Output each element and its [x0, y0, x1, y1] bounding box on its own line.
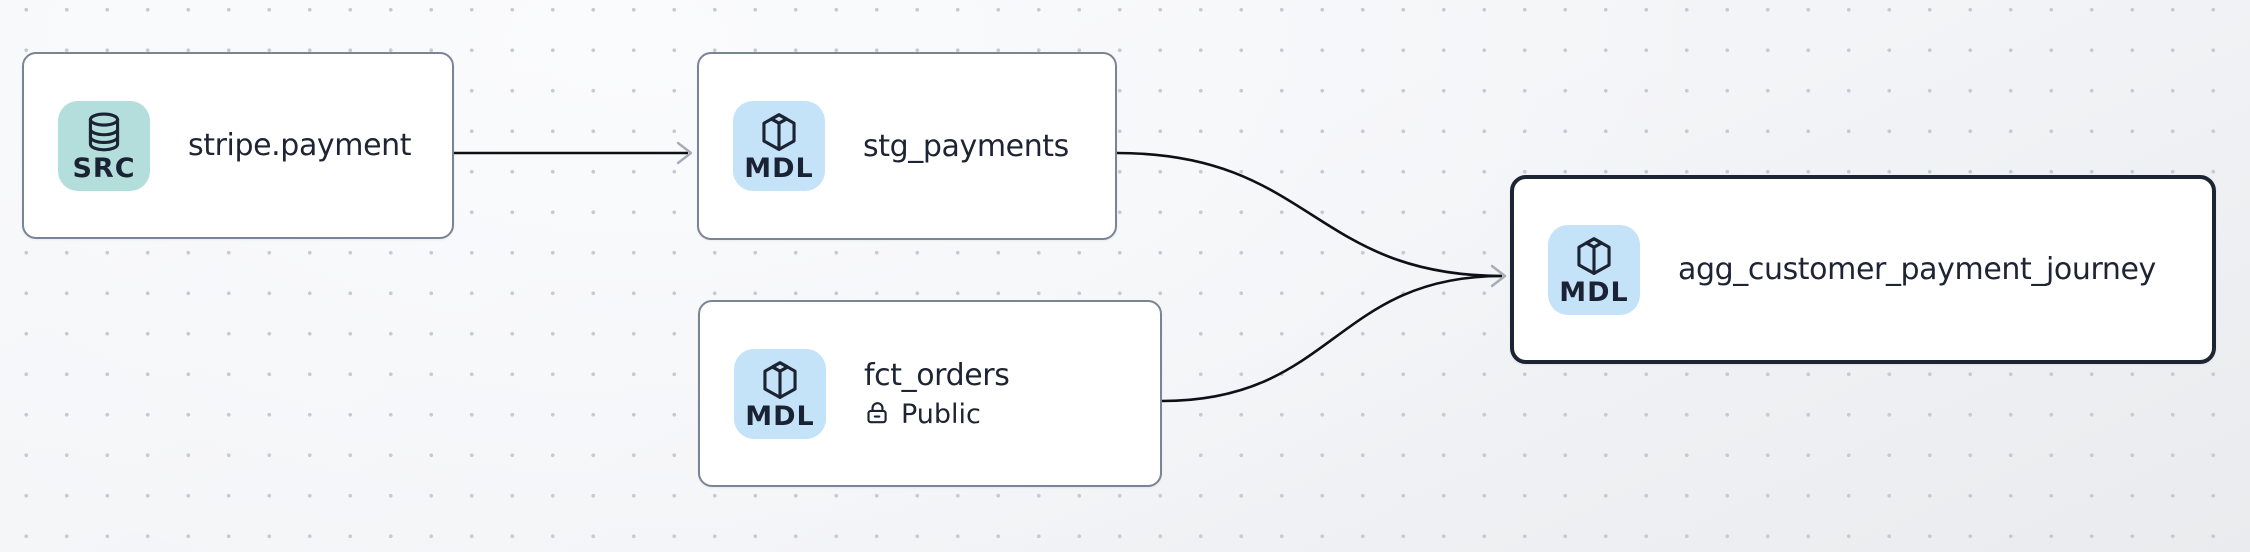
node-title: stg_payments: [863, 128, 1069, 164]
cube-icon: [757, 110, 801, 154]
node-agg-customer-payment-journey[interactable]: MDL agg_customer_payment_journey: [1510, 175, 2216, 364]
cube-icon: [1572, 234, 1616, 278]
node-stripe-payment[interactable]: SRC stripe.payment: [22, 52, 454, 239]
node-stg-payments[interactable]: MDL stg_payments: [697, 52, 1117, 240]
node-type-badge: MDL: [734, 348, 826, 439]
node-type-label: MDL: [1559, 276, 1629, 308]
node-type-badge: SRC: [58, 100, 150, 191]
node-title: fct_orders: [864, 357, 1010, 393]
node-type-label: MDL: [744, 153, 814, 184]
visibility-label: Public: [901, 398, 981, 430]
node-fct-orders[interactable]: MDL fct_orders Public: [698, 300, 1162, 487]
lock-open-icon: [864, 399, 891, 430]
node-type-label: MDL: [745, 400, 815, 432]
node-title: agg_customer_payment_journey: [1678, 252, 2156, 287]
node-type-badge: MDL: [1548, 224, 1640, 315]
node-type-label: SRC: [72, 152, 136, 184]
node-type-badge: MDL: [733, 101, 825, 191]
edge-fct-orders-to-agg-customer-payment-journey[interactable]: [1161, 274, 1503, 403]
arrowhead-icon: [676, 141, 693, 165]
cube-icon: [758, 358, 802, 402]
visibility-row: Public: [864, 399, 1009, 430]
database-icon: [82, 110, 126, 154]
edge-stg-payments-to-agg-customer-payment-journey[interactable]: [1116, 151, 1503, 278]
node-body: fct_orders Public: [864, 357, 1010, 430]
arrowhead-icon: [1490, 264, 1507, 288]
node-title: stripe.payment: [188, 128, 412, 163]
